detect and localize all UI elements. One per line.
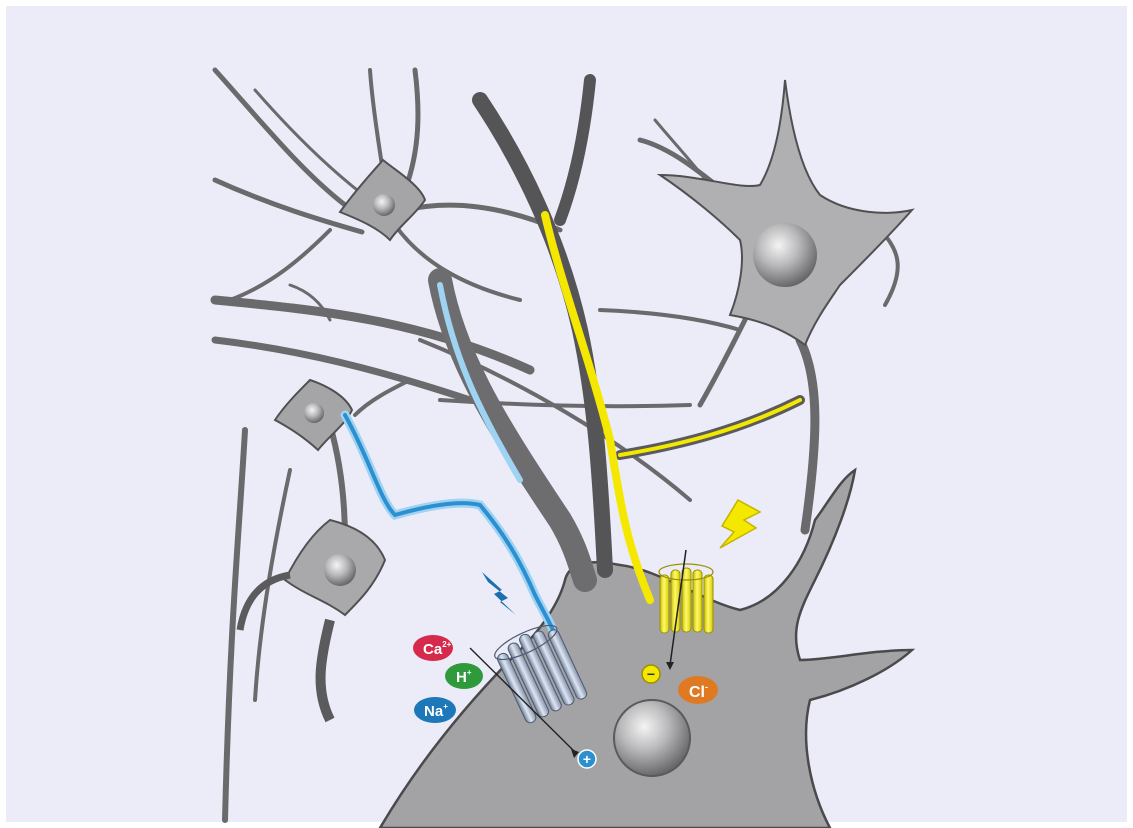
calcium-ion-badge: Ca2+ — [413, 635, 453, 661]
excitatory-lightning-bolt-icon — [482, 572, 516, 615]
proton-ion-charge: + — [467, 668, 472, 677]
proton-ion-badge: H+ — [445, 663, 483, 689]
sodium-ion-badge: Na+ — [414, 697, 456, 723]
small-neuron-left — [275, 380, 352, 450]
positive-charge-symbol: + — [583, 751, 591, 767]
chloride-ion-label: Cl — [689, 684, 705, 701]
inhibitory-lightning-bolt-icon — [720, 500, 760, 548]
calcium-ion-charge: 2+ — [442, 640, 451, 649]
negative-charge-marker: − — [642, 665, 660, 683]
chloride-ion-charge: - — [705, 682, 708, 692]
sodium-ion-label: Na — [424, 703, 444, 720]
main-neuron — [380, 80, 912, 828]
sodium-ion-charge: + — [443, 702, 448, 711]
chloride-ion-badge: Cl- — [678, 676, 718, 704]
positive-charge-marker: + — [578, 750, 596, 768]
large-neuron-top-right — [660, 80, 912, 345]
proton-ion-label: H — [456, 669, 467, 686]
main-neuron-nucleus — [614, 700, 690, 776]
calcium-ion-label: Ca — [423, 641, 443, 658]
negative-charge-symbol: − — [647, 666, 655, 682]
